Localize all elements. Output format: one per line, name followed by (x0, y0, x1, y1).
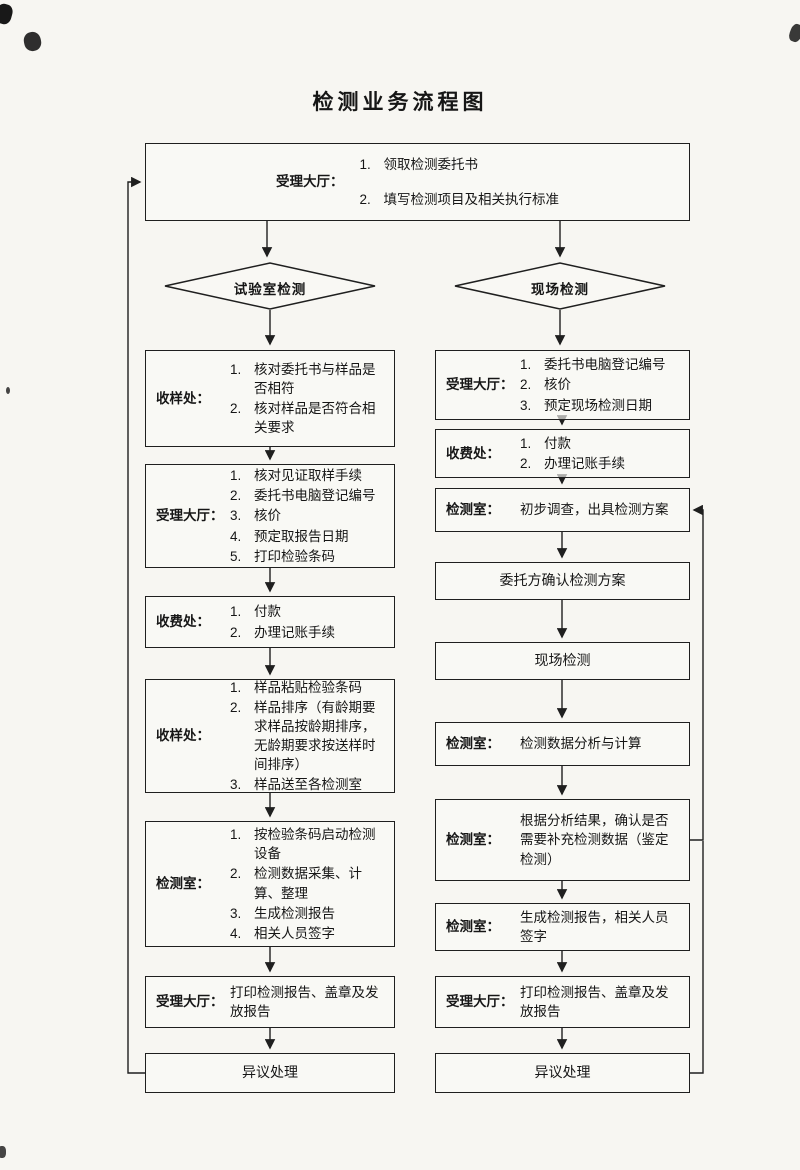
box-label: 检测室： (446, 502, 500, 518)
box-data-analysis: 检测室： 检测数据分析与计算 (435, 722, 690, 766)
box-dispute-right: 异议处理 (435, 1053, 690, 1093)
box-text: 初步调查，出具检测方案 (520, 502, 669, 518)
list-item: 2.办理记账手续 (520, 456, 625, 471)
box-label: 受理大厅： (446, 994, 514, 1010)
box-acceptance-hall-register-right: 受理大厅： 1.委托书电脑登记编号 2.核价 3.预定现场检测日期 (435, 350, 690, 420)
box-label: 收费处： (156, 614, 210, 630)
box-sample-desk-sorting: 收样处： 1.样品粘贴检验条码 2.样品排序（有龄期要求样品按龄期排序，无龄期要… (145, 679, 395, 793)
list-item: 3.生成检测报告 (230, 905, 335, 921)
list-item: 3.核价 (230, 508, 281, 524)
list-item: 3.预定现场检测日期 (520, 397, 652, 413)
feedback-loop-left (127, 176, 145, 1074)
box-cashier-left: 收费处： 1.付款 2.办理记账手续 (145, 596, 395, 648)
box-preliminary-survey: 检测室： 初步调查，出具检测方案 (435, 488, 690, 532)
box-cashier-right: 收费处： 1.付款 2.办理记账手续 (435, 429, 690, 478)
box-label: 检测室： (446, 919, 500, 935)
list-item: 2.填写检测项目及相关执行标准 (359, 191, 560, 207)
box-sample-desk-check: 收样处： 1.核对委托书与样品是否相符 2.核对样品是否符合相关要求 (145, 350, 395, 447)
box-text: 委托方确认检测方案 (499, 572, 626, 589)
box-label: 收样处： (156, 728, 210, 744)
list-item: 1.领取检测委托书 (359, 157, 479, 173)
box-client-confirm-plan: 委托方确认检测方案 (435, 562, 690, 600)
box-label: 检测室： (446, 832, 500, 848)
list-item: 1.按检验条码启动检测设备 (230, 827, 376, 862)
box-acceptance-hall-register: 受理大厅： 1.核对见证取样手续 2.委托书电脑登记编号 3.核价 4.预定取报… (145, 464, 395, 568)
box-label: 收样处： (156, 390, 210, 406)
box-item-list: 1.付款 2.办理记账手续 (520, 435, 679, 471)
box-item-list: 1.核对委托书与样品是否相符 2.核对样品是否符合相关要求 (230, 358, 384, 439)
box-item-list: 1.按检验条码启动检测设备 2.检测数据采集、计算、整理 3.生成检测报告 4.… (230, 827, 384, 941)
list-item: 2.样品排序（有龄期要求样品按龄期排序，无龄期要求按送样时间排序） (230, 699, 376, 773)
list-item: 2.办理记账手续 (230, 624, 335, 640)
list-item: 1.核对委托书与样品是否相符 (230, 361, 376, 396)
box-item-list: 1.领取检测委托书 2.填写检测项目及相关执行标准 (360, 151, 560, 213)
box-label: 受理大厅： (156, 994, 224, 1010)
box-text: 根据分析结果，确认是否需要补充检测数据（鉴定检测） (520, 813, 669, 867)
box-lab-testing: 检测室： 1.按检验条码启动检测设备 2.检测数据采集、计算、整理 3.生成检测… (145, 821, 395, 947)
list-item: 2.核对样品是否符合相关要求 (230, 401, 376, 436)
box-text: 异议处理 (534, 1064, 591, 1081)
box-label: 收费处： (446, 445, 500, 461)
box-label: 受理大厅： (446, 377, 514, 393)
box-dispute-left: 异议处理 (145, 1053, 395, 1093)
list-item: 2.委托书电脑登记编号 (230, 488, 376, 504)
box-label: 检测室： (156, 876, 210, 892)
flowchart-title: 检测业务流程图 (312, 91, 488, 114)
box-item-list: 1.核对见证取样手续 2.委托书电脑登记编号 3.核价 4.预定取报告日期 5.… (230, 468, 384, 564)
list-item: 4.预定取报告日期 (230, 528, 349, 544)
list-item: 2.检测数据采集、计算、整理 (230, 866, 362, 901)
list-item: 1.付款 (520, 435, 571, 451)
scan-artifact (0, 1146, 6, 1158)
lab-test-diamond (164, 262, 376, 310)
site-test-diamond (454, 262, 666, 310)
list-item: 1.付款 (230, 604, 281, 620)
list-item: 1.核对见证取样手续 (230, 468, 362, 484)
list-item: 1.委托书电脑登记编号 (520, 357, 666, 373)
list-item: 1.样品粘贴检验条码 (230, 679, 362, 695)
box-site-testing: 现场检测 (435, 642, 690, 680)
list-item: 4.相关人员签字 (230, 925, 335, 941)
box-item-list: 1.委托书电脑登记编号 2.核价 3.预定现场检测日期 (520, 357, 679, 413)
box-item-list: 1.样品粘贴检验条码 2.样品排序（有龄期要求样品按龄期排序，无龄期要求按送样时… (230, 680, 384, 793)
box-text: 现场检测 (534, 652, 591, 669)
box-text: 打印检测报告、盖章及发放报告 (230, 984, 379, 1019)
box-label: 受理大厅： (276, 174, 344, 190)
feedback-loop-dispute-right (690, 841, 704, 1074)
list-item: 2.核价 (520, 377, 571, 393)
box-label: 受理大厅： (156, 508, 224, 524)
box-report-sign: 检测室： 生成检测报告，相关人员签字 (435, 903, 690, 951)
box-text: 异议处理 (242, 1064, 298, 1081)
box-text: 打印检测报告、盖章及发放报告 (520, 984, 669, 1019)
box-item-list: 1.付款 2.办理记账手续 (230, 604, 384, 640)
site-test-diamond-label: 现场检测 (531, 282, 589, 297)
feedback-loop-supplement (690, 504, 704, 841)
list-item: 3.样品送至各检测室 (230, 777, 362, 793)
box-text: 检测数据分析与计算 (520, 736, 642, 752)
box-label: 检测室： (446, 736, 500, 752)
scan-artifact (6, 387, 10, 394)
lab-test-diamond-label: 试验室检测 (233, 282, 307, 297)
box-acceptance-hall-entry: 受理大厅： 1.领取检测委托书 2.填写检测项目及相关执行标准 (145, 143, 690, 221)
box-report-issue-left: 受理大厅： 打印检测报告、盖章及发放报告 (145, 976, 395, 1028)
list-item: 5.打印检验条码 (230, 548, 335, 564)
box-report-issue-right: 受理大厅： 打印检测报告、盖章及发放报告 (435, 976, 690, 1028)
box-text: 生成检测报告，相关人员签字 (520, 909, 669, 944)
box-supplement-decision: 检测室： 根据分析结果，确认是否需要补充检测数据（鉴定检测） (435, 799, 690, 881)
